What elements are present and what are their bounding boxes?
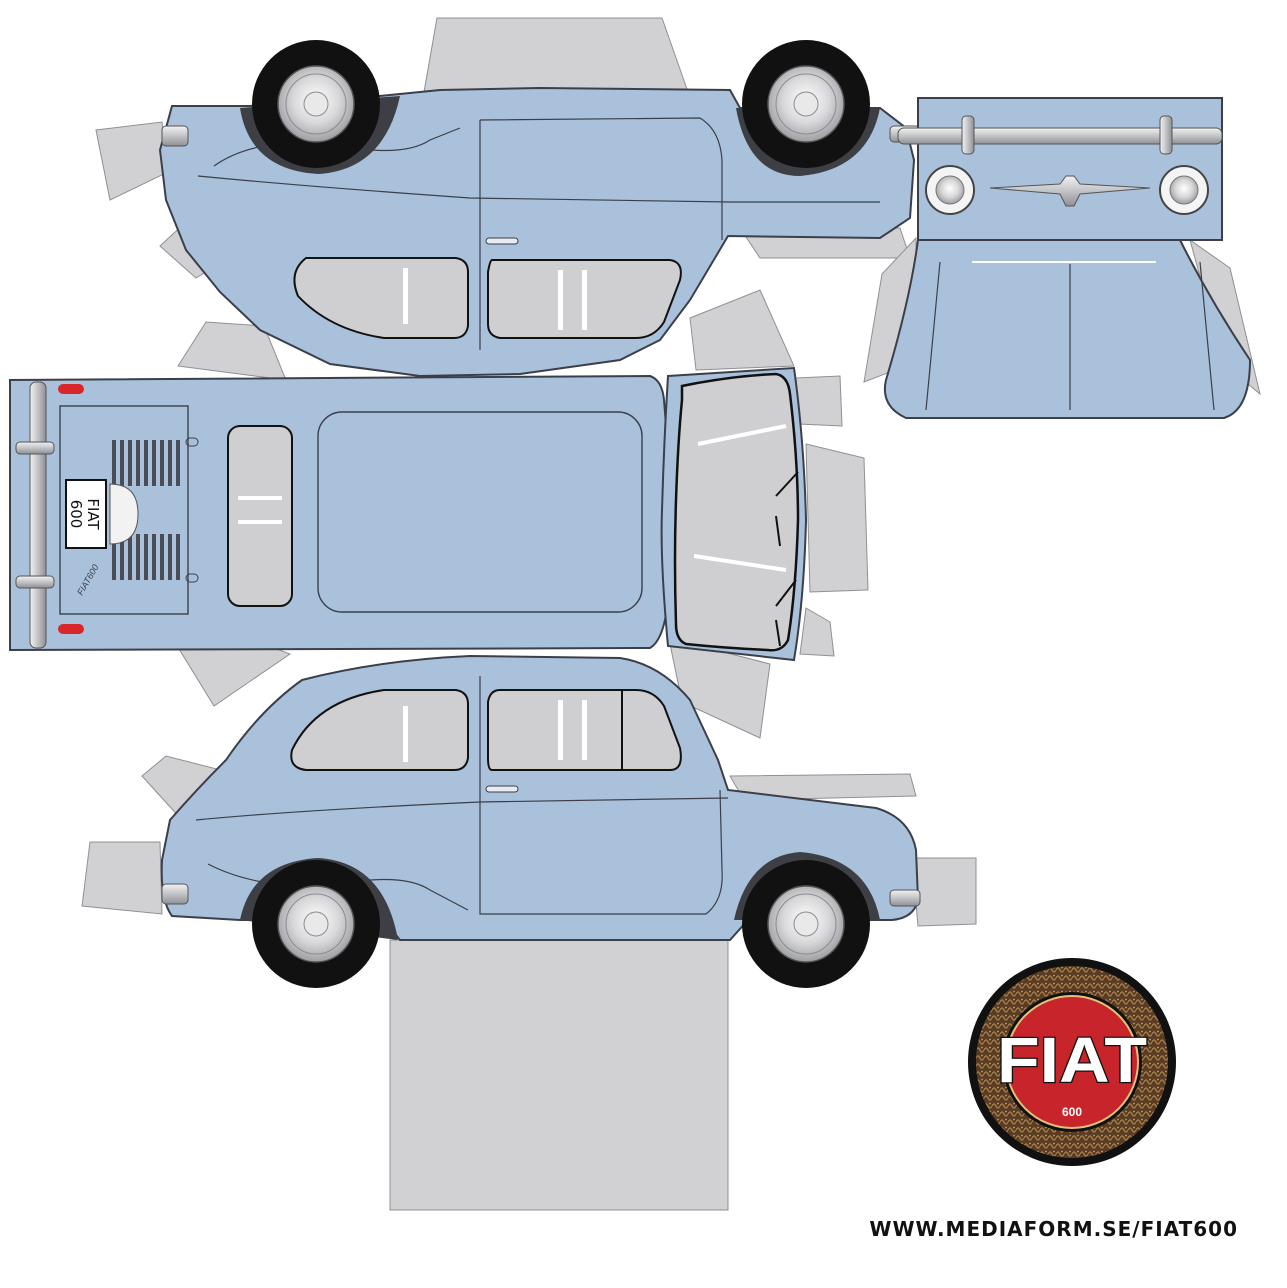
glass-glare	[558, 700, 563, 760]
car-front-panel	[884, 97, 1252, 419]
front-chrome-moustache	[989, 175, 1151, 207]
glue-tab-bottom-floor	[389, 939, 729, 1211]
bumper-guard	[1159, 115, 1173, 155]
car-side-upper-door-line	[479, 117, 723, 350]
bumper-icon	[889, 889, 921, 907]
car-side-lower-door-line	[479, 676, 723, 915]
windshield-panel	[660, 366, 808, 662]
car-side-lower-window-rear	[290, 689, 469, 771]
plate-light-housing	[109, 483, 139, 545]
glass-glare	[403, 706, 408, 762]
wiper-blade	[775, 471, 799, 547]
car-side-upper-roofline	[197, 175, 880, 203]
car-side-upper-door-handle	[485, 237, 519, 245]
rear-bumper-bar	[29, 381, 47, 649]
fiat-logo-icon: FIAT 600	[966, 956, 1178, 1168]
roof-panel-outline	[317, 411, 643, 613]
tail-light	[58, 624, 84, 634]
glue-tab-mid-right-top	[689, 289, 795, 371]
bumper-guard	[961, 115, 975, 155]
bumper-guard	[15, 575, 55, 589]
car-front-hood	[884, 239, 1252, 419]
glue-tab-right-2	[805, 443, 869, 593]
website-url: WWW.MEDIAFORM.SE/FIAT600	[869, 1217, 1238, 1241]
license-plate-line2: 600	[67, 500, 85, 529]
bumper-guard	[15, 441, 55, 455]
car-side-upper-window-rear	[293, 257, 469, 339]
glass-glare	[403, 268, 408, 324]
front-bumper-bar	[897, 127, 1223, 145]
wheel-icon	[742, 40, 870, 168]
glue-tab-right-1	[795, 375, 843, 427]
glass-glare	[582, 270, 587, 330]
wheel-icon	[252, 40, 380, 168]
car-roof-panel: FIAT 600 FIAT600	[9, 374, 674, 652]
wiper-blade	[775, 579, 797, 647]
bumper-icon	[161, 883, 189, 905]
glue-tab-top-roof	[423, 17, 689, 93]
license-plate: FIAT 600	[65, 479, 107, 549]
fiat-logo-model: 600	[1062, 1105, 1082, 1119]
tail-light	[58, 384, 84, 394]
glass-glare	[238, 520, 282, 524]
glass-glare	[238, 496, 282, 500]
engine-vents	[112, 440, 180, 580]
rear-window	[227, 425, 293, 607]
hood-side-line	[925, 261, 1215, 411]
glue-tab-right-3	[799, 607, 835, 657]
headlight-icon	[1159, 165, 1209, 215]
glass-glare	[693, 554, 787, 572]
rear-hinge	[185, 437, 199, 447]
glue-tab-side-right-2	[911, 857, 977, 927]
bumper-icon	[161, 125, 189, 147]
glue-tab-side-left-2	[81, 841, 163, 915]
fiat-logo-brand: FIAT	[997, 1024, 1147, 1096]
car-side-lower-roofline	[195, 797, 729, 821]
windshield-glass	[673, 372, 800, 652]
rear-hinge	[185, 573, 199, 583]
wheel-icon	[742, 860, 870, 988]
glue-tab-top-left-1	[95, 121, 169, 201]
glass-glare	[558, 270, 563, 330]
car-side-lower-door-handle	[485, 785, 519, 793]
glass-glare	[697, 424, 787, 446]
glass-glare	[582, 700, 587, 760]
license-plate-line1: FIAT	[84, 498, 102, 530]
headlight-icon	[925, 165, 975, 215]
wheel-icon	[252, 860, 380, 988]
